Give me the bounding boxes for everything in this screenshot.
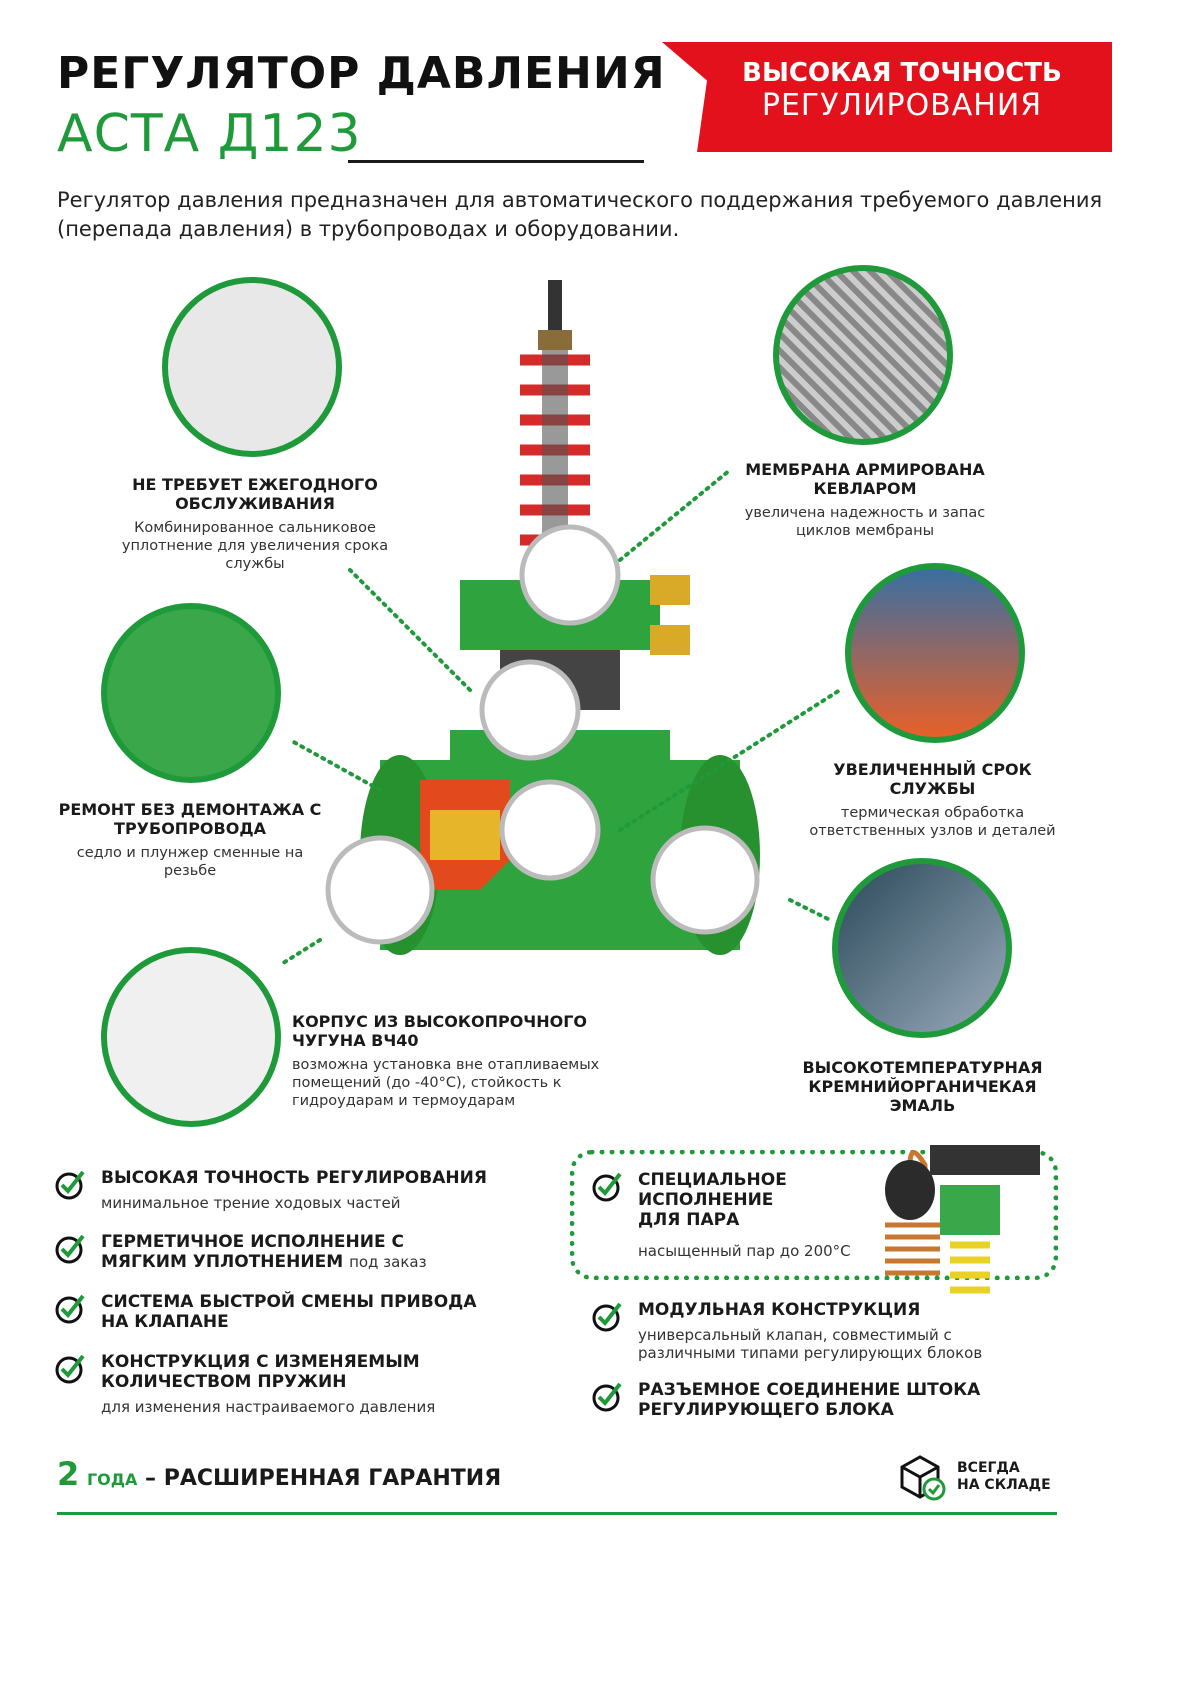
kevlar-image-circle xyxy=(773,265,953,445)
feature-title: НЕ ТРЕБУЕТ ЕЖЕГОДНОГО ОБСЛУЖИВАНИЯ xyxy=(132,475,378,513)
title-underline xyxy=(348,160,644,163)
check-icon xyxy=(592,1172,622,1202)
warranty-text: – РАСШИРЕННАЯ ГАРАНТИЯ xyxy=(145,1466,502,1491)
warranty: 2 ГОДА – РАСШИРЕННАЯ ГАРАНТИЯ xyxy=(57,1455,501,1493)
check-title: ГЕРМЕТИЧНОЕ ИСПОЛНЕНИЕ С МЯГКИМ УПЛОТНЕН… xyxy=(101,1232,405,1272)
check-title: РАЗЪЕМНОЕ СОЕДИНЕНИЕ ШТОКА РЕГУЛИРУЮЩЕГО… xyxy=(638,1380,981,1420)
check-item: ГЕРМЕТИЧНОЕ ИСПОЛНЕНИЕ С МЯГКИМ УПЛОТНЕН… xyxy=(55,1232,515,1272)
check-suffix: под заказ xyxy=(349,1253,427,1271)
model-name: АСТА Д123 xyxy=(57,104,362,164)
page-title: РЕГУЛЯТОР ДАВЛЕНИЯ xyxy=(57,48,666,99)
check-icon xyxy=(55,1170,85,1200)
seal-image-circle xyxy=(162,277,342,457)
valve-illustration xyxy=(325,280,760,955)
feature-desc: термическая обработка ответственных узло… xyxy=(809,805,1056,839)
feature-maintenance: НЕ ТРЕБУЕТ ЕЖЕГОДНОГО ОБСЛУЖИВАНИЯ Комби… xyxy=(105,475,405,573)
feature-enamel: ВЫСОКОТЕМПЕРАТУРНАЯ КРЕМНИЙОРГАНИЧЕКАЯ Э… xyxy=(790,1058,1055,1115)
check-item: КОНСТРУКЦИЯ С ИЗМЕНЯЕМЫМ КОЛИЧЕСТВОМ ПРУ… xyxy=(55,1352,515,1416)
stock-line2: НА СКЛАДЕ xyxy=(957,1477,1051,1493)
pointer-arrows xyxy=(278,468,842,967)
check-icon xyxy=(55,1234,85,1264)
check-item: РАЗЪЕМНОЕ СОЕДИНЕНИЕ ШТОКА РЕГУЛИРУЮЩЕГО… xyxy=(592,1380,1018,1420)
intro-text: Регулятор давления предназначен для авто… xyxy=(57,188,1103,241)
feature-lifetime: УВЕЛИЧЕННЫЙ СРОК СЛУЖБЫ термическая обра… xyxy=(800,760,1065,840)
check-title: ВЫСОКАЯ ТОЧНОСТЬ РЕГУЛИРОВАНИЯ xyxy=(101,1168,487,1188)
in-stock-label: ВСЕГДА НА СКЛАДЕ xyxy=(957,1460,1051,1494)
check-desc: для изменения настраиваемого давления xyxy=(101,1398,436,1416)
check-desc: насыщенный пар до 200°C xyxy=(638,1242,851,1260)
feature-title: РЕМОНТ БЕЗ ДЕМОНТАЖА С ТРУБОПРОВОДА xyxy=(58,800,322,838)
feature-desc: Комбинированное сальниковое уплотнение д… xyxy=(121,520,389,572)
precision-banner: ВЫСОКАЯ ТОЧНОСТЬ РЕГУЛИРОВАНИЯ xyxy=(662,42,1112,152)
check-item: ВЫСОКАЯ ТОЧНОСТЬ РЕГУЛИРОВАНИЯ минимально… xyxy=(55,1168,515,1212)
check-item: СИСТЕМА БЫСТРОЙ СМЕНЫ ПРИВОДА НА КЛАПАНЕ xyxy=(55,1292,515,1332)
feature-title: УВЕЛИЧЕННЫЙ СРОК СЛУЖБЫ xyxy=(833,760,1032,798)
check-title: КОНСТРУКЦИЯ С ИЗМЕНЯЕМЫМ КОЛИЧЕСТВОМ ПРУ… xyxy=(101,1352,420,1392)
check-desc: универсальный клапан, совместимый с разл… xyxy=(638,1326,983,1362)
check-title: СИСТЕМА БЫСТРОЙ СМЕНЫ ПРИВОДА НА КЛАПАНЕ xyxy=(101,1292,477,1332)
check-desc: минимальное трение ходовых частей xyxy=(101,1194,401,1212)
check-icon xyxy=(592,1382,622,1412)
feature-repair: РЕМОНТ БЕЗ ДЕМОНТАЖА С ТРУБОПРОВОДА седл… xyxy=(55,800,325,880)
enamel-image-circle xyxy=(832,858,1012,1038)
feature-desc: возможна установка вне отапливаемых поме… xyxy=(292,1057,600,1109)
check-item: МОДУЛЬНАЯ КОНСТРУКЦИЯ универсальный клапа… xyxy=(592,1300,1042,1362)
warranty-years: 2 xyxy=(57,1455,80,1493)
warranty-unit: ГОДА xyxy=(86,1470,138,1489)
feature-title: ВЫСОКОТЕМПЕРАТУРНАЯ КРЕМНИЙОРГАНИЧЕКАЯ Э… xyxy=(802,1058,1043,1115)
feature-title: МЕМБРАНА АРМИРОВАНА КЕВЛАРОМ xyxy=(745,460,985,498)
feature-desc: седло и плунжер сменные на резьбе xyxy=(76,845,304,879)
check-icon xyxy=(592,1302,622,1332)
steam-version-box xyxy=(570,1150,1058,1280)
feature-title: КОРПУС ИЗ ВЫСОКОПРОЧНОГО ЧУГУНА ВЧ40 xyxy=(292,1012,588,1050)
check-icon xyxy=(55,1294,85,1324)
seat-image-circle xyxy=(101,603,281,783)
checklist-left: ВЫСОКАЯ ТОЧНОСТЬ РЕГУЛИРОВАНИЯ минимально… xyxy=(55,1168,515,1416)
footer-divider xyxy=(57,1512,1057,1515)
stock-line1: ВСЕГДА xyxy=(957,1460,1020,1476)
check-item: СПЕЦИАЛЬНОЕ ИСПОЛНЕНИЕ ДЛЯ ПАРА насыщенны… xyxy=(592,1170,851,1260)
banner-line1: ВЫСОКАЯ ТОЧНОСТЬ xyxy=(742,58,1062,88)
steam-regulator-image xyxy=(885,1145,1040,1294)
feature-desc: увеличена надежность и запас циклов мемб… xyxy=(744,505,986,539)
heat-treatment-image-circle xyxy=(845,563,1025,743)
feature-membrane: МЕМБРАНА АРМИРОВАНА КЕВЛАРОМ увеличена н… xyxy=(730,460,1000,540)
banner-line2: РЕГУЛИРОВАНИЯ xyxy=(761,88,1043,123)
check-icon xyxy=(55,1354,85,1384)
cast-iron-image-circle xyxy=(101,947,281,1127)
feature-body: КОРПУС ИЗ ВЫСОКОПРОЧНОГО ЧУГУНА ВЧ40 воз… xyxy=(292,1012,622,1110)
check-title: МОДУЛЬНАЯ КОНСТРУКЦИЯ xyxy=(638,1300,921,1320)
box-check-icon xyxy=(900,1455,946,1501)
check-title: СПЕЦИАЛЬНОЕ ИСПОЛНЕНИЕ ДЛЯ ПАРА xyxy=(638,1170,787,1230)
